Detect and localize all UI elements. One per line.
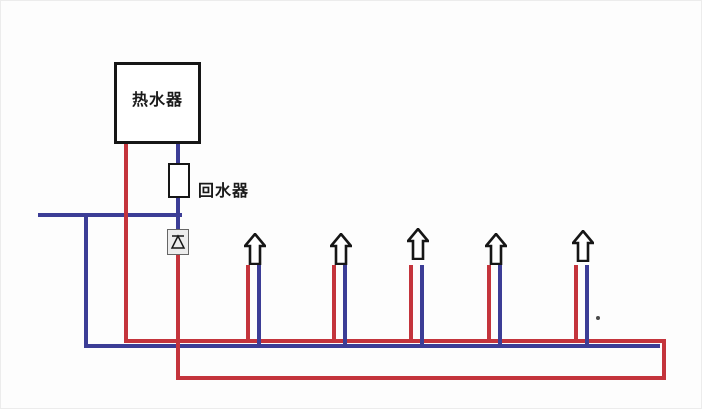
faucet-hot-riser [574,265,578,343]
cold-inlet-line [38,213,182,217]
return-water-device-label: 回水器 [198,183,250,200]
faucet-cold-riser [257,265,261,348]
hot-return-drop [662,339,666,380]
faucet-hot-riser [246,265,250,343]
return-device-lower-stub [176,196,180,232]
heater-hot-riser [124,142,128,343]
faucet-cold-riser [343,265,347,348]
faucet-up-arrow-icon [572,230,594,262]
water-heater-label: 热水器 [131,92,183,109]
faucet-up-arrow-icon [407,228,429,260]
faucet-cold-riser [420,265,424,348]
hot-return-bottom [176,376,666,380]
water-heater-box: 热水器 [114,62,201,144]
faucet-cold-riser [585,265,589,348]
faucet-hot-riser [332,265,336,343]
faucet-up-arrow-icon [244,233,266,265]
faucet-cold-riser [498,265,502,348]
check-valve-icon [167,229,189,255]
faucet-up-arrow-icon [330,233,352,265]
cold-supply-drop [84,213,88,348]
hot-main-line [124,339,666,343]
faucet-hot-riser [409,265,413,343]
cold-bottom-line [84,344,660,348]
check-valve-symbol [170,234,186,249]
return-water-device-box [168,163,190,198]
stray-dot [596,316,600,320]
faucet-up-arrow-icon [485,233,507,265]
return-riser-to-valve [176,252,180,380]
faucet-hot-riser [487,265,491,343]
heater-cold-stub [176,143,180,167]
